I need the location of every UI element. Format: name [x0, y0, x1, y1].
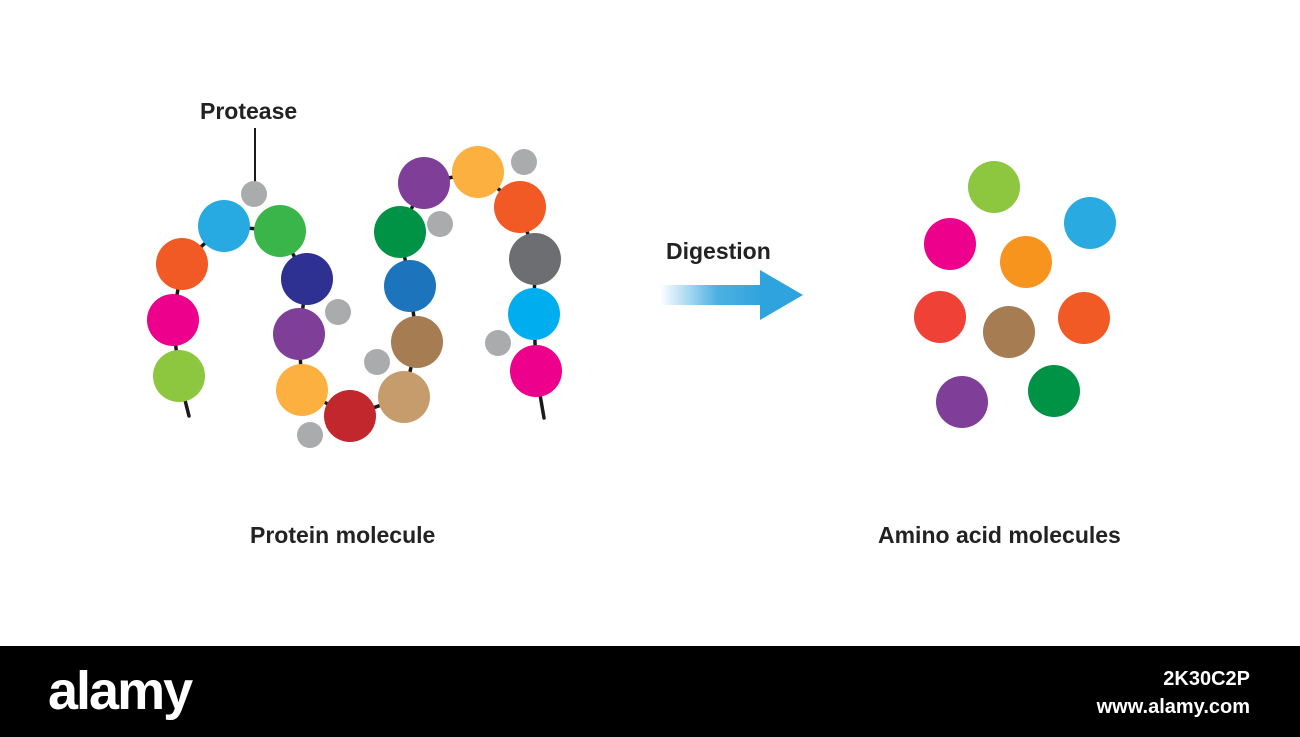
- amino-acid-molecules-label: Amino acid molecules: [878, 522, 1121, 548]
- protease-molecule: [485, 330, 511, 356]
- free-amino-acid-3: [924, 218, 976, 270]
- arrow-head: [760, 270, 803, 320]
- amino-acid-8: [276, 364, 328, 416]
- amino-acid-13: [374, 206, 426, 258]
- protein-chain: [147, 146, 562, 442]
- protease-molecule: [511, 149, 537, 175]
- amino-acid-16: [494, 181, 546, 233]
- free-amino-acid-8: [936, 376, 988, 428]
- amino-acid-17: [509, 233, 561, 285]
- free-amino-acids: [914, 161, 1116, 428]
- protein-molecule-label: Protein molecule: [250, 522, 436, 548]
- amino-acid-3: [156, 238, 208, 290]
- amino-acid-9: [324, 390, 376, 442]
- protein-digestion-diagram: [147, 128, 1116, 448]
- arrow-shaft: [660, 285, 764, 305]
- free-amino-acid-2: [1064, 197, 1116, 249]
- amino-acid-14: [398, 157, 450, 209]
- free-amino-acid-5: [914, 291, 966, 343]
- free-amino-acid-1: [968, 161, 1020, 213]
- free-amino-acid-4: [1000, 236, 1052, 288]
- amino-acid-18: [508, 288, 560, 340]
- amino-acid-15: [452, 146, 504, 198]
- amino-acid-5: [254, 205, 306, 257]
- site-url: www.alamy.com: [1096, 696, 1250, 718]
- amino-acid-6: [281, 253, 333, 305]
- amino-acid-19: [510, 345, 562, 397]
- image-code: 2K30C2P: [1163, 668, 1250, 690]
- brand-logo: alamy: [48, 661, 193, 721]
- protease-molecule: [364, 349, 390, 375]
- amino-acid-10: [378, 371, 430, 423]
- amino-acid-12: [384, 260, 436, 312]
- protease-molecule: [325, 299, 351, 325]
- free-amino-acid-6: [983, 306, 1035, 358]
- amino-acid-1: [153, 350, 205, 402]
- digestion-label: Digestion: [666, 238, 771, 264]
- protease-label: Protease: [200, 98, 298, 124]
- protease-molecule: [297, 422, 323, 448]
- watermark-footer: alamy 2K30C2P www.alamy.com: [0, 646, 1300, 737]
- amino-acid-7: [273, 308, 325, 360]
- amino-acid-4: [198, 200, 250, 252]
- protease-molecules: [241, 149, 537, 448]
- free-amino-acid-7: [1058, 292, 1110, 344]
- amino-acid-11: [391, 316, 443, 368]
- protease-molecule: [241, 181, 267, 207]
- protease-molecule: [427, 211, 453, 237]
- free-amino-acid-9: [1028, 365, 1080, 417]
- digestion-arrow: [660, 270, 803, 320]
- amino-acid-2: [147, 294, 199, 346]
